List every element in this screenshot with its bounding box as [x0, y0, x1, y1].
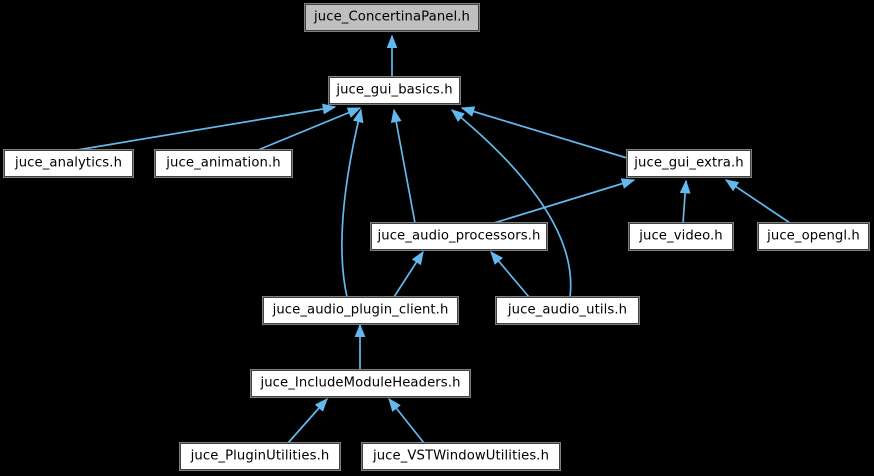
graph-node-opengl[interactable]: juce_opengl.h	[757, 222, 870, 251]
graph-node-audio_proc[interactable]: juce_audio_processors.h	[370, 222, 548, 251]
graph-edge-video-to-gui_extra	[679, 179, 691, 224]
graph-node-analytics[interactable]: juce_analytics.h	[3, 149, 134, 178]
graph-edge-audio_proc-to-gui_basics	[390, 108, 416, 224]
graph-node-plugin_utils[interactable]: juce_PluginUtilities.h	[179, 442, 341, 471]
graph-edge-vst_win_utils-to-include_mod	[388, 397, 425, 444]
graph-node-label: juce_IncludeModuleHeaders.h	[260, 375, 461, 391]
graph-node-label: juce_gui_extra.h	[634, 155, 744, 171]
graph-node-include_mod[interactable]: juce_IncludeModuleHeaders.h	[250, 369, 471, 398]
graph-node-label: juce_video.h	[639, 228, 723, 244]
graph-edge-plugin_utils-to-include_mod	[287, 397, 328, 444]
graph-node-concertina[interactable]: juce_ConcertinaPanel.h	[304, 3, 480, 32]
graph-node-label: juce_gui_basics.h	[336, 82, 453, 98]
graph-node-label: juce_animation.h	[166, 155, 281, 171]
graph-edge-plugin_client-to-gui_basics	[341, 108, 364, 298]
graph-node-gui_basics[interactable]: juce_gui_basics.h	[328, 76, 461, 105]
graph-edge-audio_proc-to-gui_extra	[493, 178, 636, 224]
graph-node-label: juce_VSTWindowUtilities.h	[372, 448, 550, 464]
graph-edge-opengl-to-gui_extra	[724, 179, 791, 224]
graph-edge-audio_utils-to-audio_proc	[490, 250, 530, 298]
graph-edge-plugin_client-to-audio_proc	[393, 250, 424, 298]
graph-node-gui_extra[interactable]: juce_gui_extra.h	[626, 149, 752, 178]
graph-node-label: juce_analytics.h	[14, 155, 123, 171]
graph-edge-audio_utils-to-gui_basics	[450, 109, 572, 298]
graph-node-label: juce_audio_utils.h	[507, 302, 628, 318]
graph-node-label: juce_ConcertinaPanel.h	[314, 9, 470, 25]
graph-node-video[interactable]: juce_video.h	[628, 222, 734, 251]
graph-node-vst_win_utils[interactable]: juce_VSTWindowUtilities.h	[361, 442, 561, 471]
graph-node-animation[interactable]: juce_animation.h	[154, 149, 293, 178]
graph-node-label: juce_audio_processors.h	[377, 228, 541, 244]
graph-node-label: juce_audio_plugin_client.h	[272, 302, 449, 318]
graph-node-label: juce_opengl.h	[767, 228, 860, 244]
graph-edge-animation-to-gui_basics	[257, 107, 362, 151]
graph-edge-analytics-to-gui_basics	[76, 103, 337, 151]
graph-edge-gui_extra-to-gui_basics	[460, 106, 628, 159]
graph-node-audio_utils[interactable]: juce_audio_utils.h	[495, 296, 640, 325]
graph-node-label: juce_PluginUtilities.h	[190, 448, 330, 464]
graph-node-plugin_client[interactable]: juce_audio_plugin_client.h	[262, 296, 459, 325]
